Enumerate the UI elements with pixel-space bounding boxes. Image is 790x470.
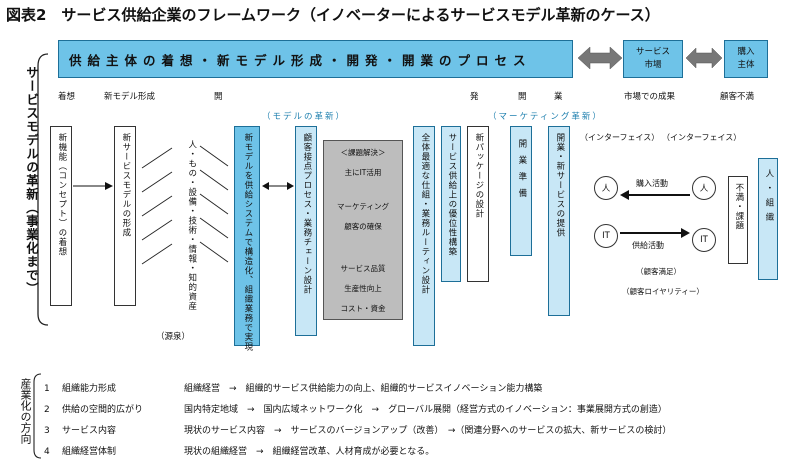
direction-row-3: 3 サービス内容 現状のサービス内容 → サービスのバージョンアップ（改善） →（関…: [44, 423, 671, 436]
new-function-box: 新機能（コンセプト）の着想: [50, 126, 72, 306]
row-number: 3: [44, 426, 50, 436]
person-circle-supplier: 人: [594, 176, 618, 200]
new-function-text: 新機能（コンセプト）の着想: [56, 133, 67, 257]
resources-caption: （源泉）: [156, 332, 191, 342]
stage-label-model: 新モデル形成: [104, 92, 156, 102]
whole-optimization-box: 全体最適な仕組・業務ルーティン設計: [413, 126, 435, 346]
system-build-text: 新モデルを供給システムで構造化、組織業務で実現: [242, 133, 253, 352]
customer-contact-box: 顧客接点プロセス・業務チェーン設計: [295, 126, 317, 336]
buyer-box: 購入 主体: [724, 40, 768, 78]
issue-item: 顧客の確保: [344, 222, 382, 231]
stage-label-market-result: 市場での成果: [624, 92, 676, 102]
opening-prep-box: 開業準備: [510, 126, 532, 256]
resource-connectors: [141, 145, 229, 265]
resources-text: 人・もの・設備・技術・情報・知的資産: [186, 140, 197, 311]
whole-optimization-text: 全体最適な仕組・業務ルーティン設計: [419, 133, 430, 295]
it-circle-supplier: IT: [594, 224, 618, 248]
row-number: 2: [44, 405, 50, 415]
package-design-text: 新パッケージの設計: [473, 133, 484, 219]
row-text: 国内特定地域 → 国内広域ネットワーク化 → グローバル展開（経営方式のイノベー…: [184, 405, 667, 415]
service-provision-box: 開業・新サービスの提供: [548, 126, 570, 316]
arrow-right-icon: [73, 182, 113, 190]
package-design-box: 新パッケージの設計: [467, 126, 489, 282]
customer-loyalty-label: （顧客ロイヤリティー）: [622, 287, 704, 296]
issue-item: サービス品質: [340, 264, 386, 273]
people-org-text: 人・組織: [763, 169, 774, 227]
process-banner: 供給主体の着想・新モデル形成・開発・開業のプロセス: [58, 40, 573, 78]
interface-label-2: （インターフェイス）: [662, 133, 742, 142]
stage-label-hatsu: 発: [470, 92, 479, 102]
service-market-line2: 市場: [644, 60, 662, 70]
buyer-line2: 主体: [737, 60, 755, 70]
row-heading: 組織能力形成: [62, 384, 117, 394]
people-org-box: 人・組織: [758, 158, 778, 280]
customer-satisfaction-label: （顧客満足）: [636, 267, 681, 276]
issues-header: ＜課題解決＞: [340, 148, 386, 157]
direction-row-2: 2 供給の空間的広がり 国内特定地域 → 国内広域ネットワーク化 → グローバル展開…: [44, 402, 667, 415]
service-provision-text: 開業・新サービスの提供: [554, 133, 565, 238]
left-bracket: [37, 53, 49, 326]
issue-item: 生産性向上: [344, 284, 382, 293]
new-service-model-box: 新サービスモデルの形成: [114, 126, 136, 306]
double-arrow-icon: [578, 46, 622, 70]
left-vertical-title: サービスモデルの革新（事業化まで）: [24, 66, 39, 296]
person-circle-buyer: 人: [692, 176, 716, 200]
row-text: 現状の組織経営 → 組織経営改革、人材育成が必要となる。: [184, 447, 435, 457]
bottom-bracket: [33, 373, 42, 459]
industrialization-direction-title: 産業化の方向: [19, 378, 32, 444]
double-arrow-icon: [262, 182, 294, 190]
row-heading: 組織経営体制: [62, 447, 117, 457]
double-arrow-icon: [686, 47, 722, 69]
dissatisfaction-text: 不満・課題: [733, 183, 744, 231]
model-innovation-label: （モデルの革新）: [262, 112, 347, 122]
service-market-box: サービス 市場: [623, 40, 683, 78]
figure-title: 図表2 サービス供給企業のフレームワーク（イノベーターによるサービスモデル革新の…: [6, 6, 660, 24]
stage-label-gyo: 業: [554, 92, 563, 102]
issue-item: マーケティング: [337, 202, 389, 211]
dissatisfaction-box: 不満・課題: [728, 176, 748, 264]
service-advantage-text: サービス供給上の優位性構築: [446, 133, 457, 257]
issues-box: ＜課題解決＞ 主にIT活用 マーケティング 顧客の確保 サービス品質 生産性向上…: [323, 140, 403, 320]
opening-prep-text: 開業準備: [516, 139, 527, 205]
buyer-line1: 購入: [737, 47, 755, 58]
issue-item: コスト・資金: [340, 304, 386, 313]
arrow-left-icon: [620, 190, 690, 200]
service-market-line1: サービス: [635, 47, 670, 58]
row-number: 1: [44, 384, 50, 394]
arrow-right-icon: [620, 228, 690, 238]
row-text: 組織経営 → 組織的サービス供給能力の向上、組織的サービスイノベーション能力構築: [184, 384, 543, 394]
supply-activity-label: 供給活動: [632, 241, 664, 250]
direction-row-1: 1 組織能力形成 組織経営 → 組織的サービス供給能力の向上、組織的サービスイノベー…: [44, 381, 542, 394]
row-heading: サービス内容: [62, 426, 117, 436]
interface-label-1: （インターフェイス）: [580, 133, 660, 142]
direction-row-4: 4 組織経営体制 現状の組織経営 → 組織経営改革、人材育成が必要となる。: [44, 444, 434, 457]
stage-label-kai: 開: [214, 92, 223, 102]
row-heading: 供給の空間的広がり: [62, 405, 144, 415]
issue-item: 主にIT活用: [344, 168, 382, 177]
new-service-model-text: 新サービスモデルの形成: [120, 133, 131, 238]
stage-label-idea: 着想: [58, 92, 76, 102]
row-number: 4: [44, 447, 50, 457]
customer-contact-text: 顧客接点プロセス・業務チェーン設計: [301, 133, 312, 295]
system-build-box: 新モデルを供給システムで構造化、組織業務で実現: [234, 126, 260, 352]
stage-label-kai2: 開: [518, 92, 527, 102]
purchase-activity-label: 購入活動: [636, 179, 668, 188]
it-circle-buyer: IT: [692, 228, 716, 252]
marketing-innovation-label: （マーケティング革新）: [488, 112, 603, 122]
row-text: 現状のサービス内容 → サービスのバージョンアップ（改善） →（関連分野へのサー…: [184, 426, 672, 436]
service-advantage-box: サービス供給上の優位性構築: [441, 126, 461, 282]
stage-label-dissatisfaction: 顧客不満: [720, 92, 755, 102]
